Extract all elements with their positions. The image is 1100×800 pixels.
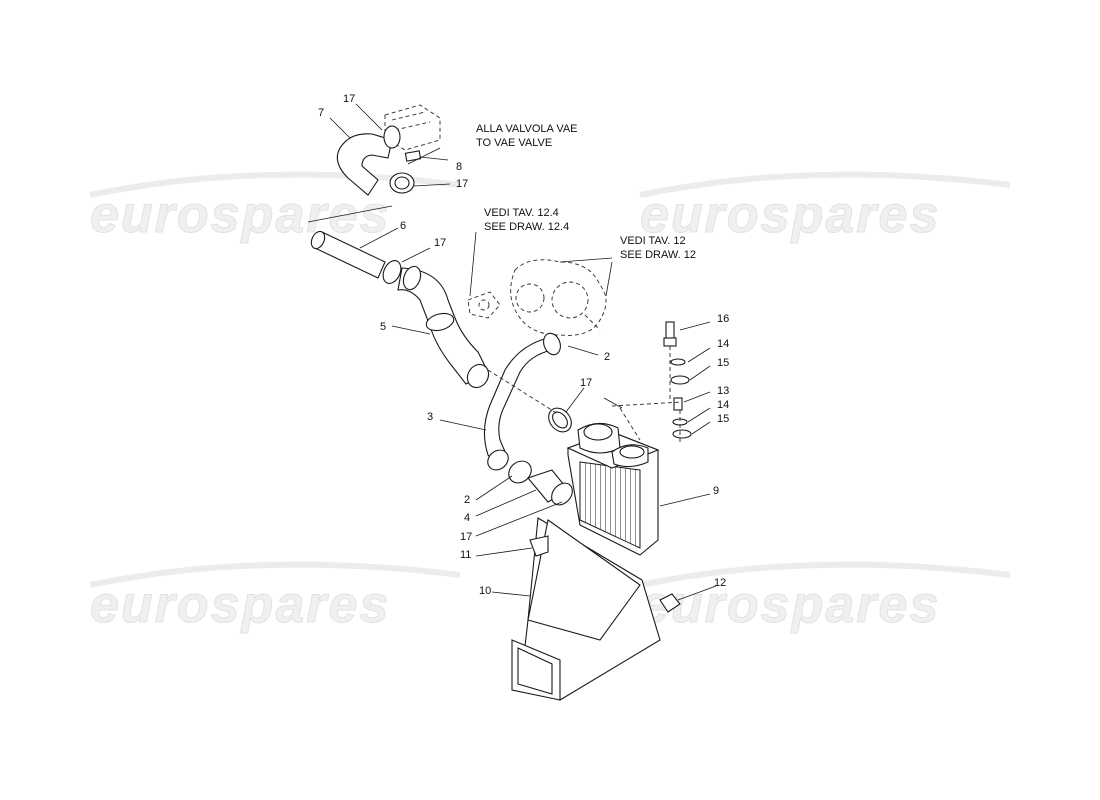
- callout-2: 2: [464, 494, 470, 506]
- callout-16: 16: [717, 313, 729, 325]
- callout-14: 14: [717, 338, 729, 350]
- note-draw-12-4-line-1: VEDI TAV. 12.4: [484, 207, 559, 219]
- bolt-stack: [663, 321, 692, 445]
- callouts: 17 7 8 17 6 17 5 2 16 14 15 13 14 15 3 1…: [318, 93, 729, 597]
- callout-3: 3: [427, 411, 433, 423]
- callout-2: 2: [604, 351, 610, 363]
- turbo-reference: [510, 259, 607, 336]
- callout-14: 14: [717, 399, 729, 411]
- bracket-11: [529, 535, 549, 557]
- note-draw-12-line-1: VEDI TAV. 12: [620, 235, 686, 247]
- intercooler-9: [566, 422, 660, 556]
- watermark-group: eurospares eurospares eurospares eurospa…: [89, 171, 1011, 635]
- callout-13: 13: [717, 385, 729, 397]
- pipe-3: [483, 332, 561, 484]
- hose-7: [336, 125, 422, 196]
- note-draw-12: VEDI TAV. 12 SEE DRAW. 12: [620, 235, 696, 261]
- callout-17: 17: [456, 178, 468, 190]
- air-duct-10: [511, 517, 661, 701]
- callout-8: 8: [456, 161, 462, 173]
- callout-12: 12: [714, 577, 726, 589]
- note-vae-line-2: TO VAE VALVE: [476, 137, 552, 149]
- note-draw-12-4: VEDI TAV. 12.4 SEE DRAW. 12.4: [484, 207, 569, 233]
- watermark-text: eurospares: [640, 576, 940, 634]
- callout-7: 7: [318, 107, 324, 119]
- callout-17: 17: [343, 93, 355, 105]
- pipe-6: [310, 230, 402, 284]
- callout-17: 17: [460, 531, 472, 543]
- callout-4: 4: [464, 512, 470, 524]
- note-vae-line-1: ALLA VALVOLA VAE: [476, 123, 578, 135]
- callout-5: 5: [380, 321, 386, 333]
- connector-12-4-reference: [467, 291, 501, 319]
- watermark-text: eurospares: [90, 186, 390, 244]
- bracket-12: [659, 593, 681, 613]
- note-draw-12-4-line-2: SEE DRAW. 12.4: [484, 221, 569, 233]
- clamp-17-upper: [548, 407, 572, 433]
- callout-11: 11: [460, 549, 471, 561]
- callout-15: 15: [717, 357, 729, 369]
- hose-5: [397, 265, 490, 389]
- note-vae-valve: ALLA VALVOLA VAE TO VAE VALVE: [476, 123, 578, 149]
- callout-17: 17: [580, 377, 592, 389]
- callout-9: 9: [713, 485, 719, 497]
- watermark-text: eurospares: [640, 186, 940, 244]
- hose-4: [527, 469, 573, 506]
- leader-lines: [307, 103, 717, 601]
- callout-17: 17: [434, 237, 446, 249]
- callout-15: 15: [717, 413, 729, 425]
- note-draw-12-line-2: SEE DRAW. 12: [620, 249, 696, 261]
- callout-6: 6: [400, 220, 406, 232]
- callout-10: 10: [479, 585, 491, 597]
- watermark-text: eurospares: [90, 576, 390, 634]
